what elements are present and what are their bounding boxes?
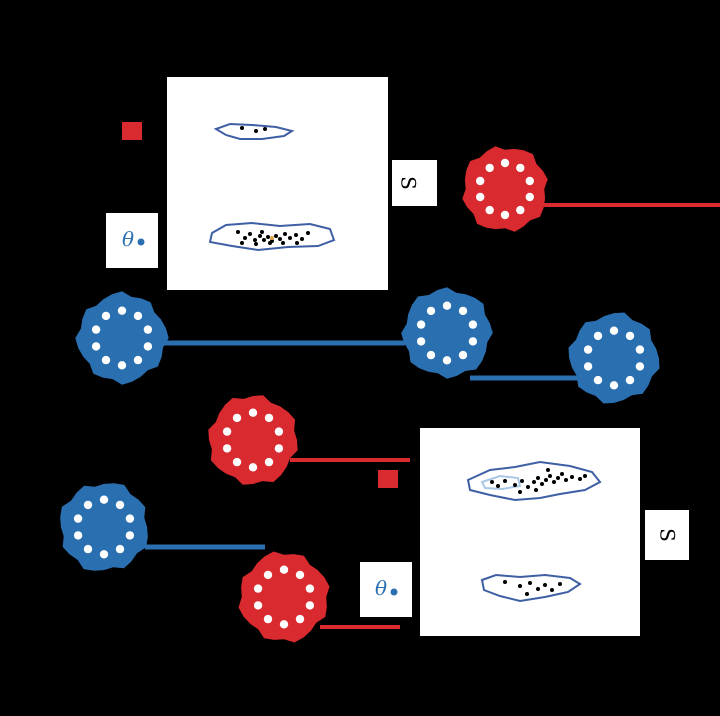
scatter-points-top [236, 126, 310, 246]
s-box-bottom: S [645, 510, 689, 560]
plot-panel-bottom [418, 426, 642, 638]
s-box-top: S [392, 160, 437, 206]
theta-marker [390, 588, 398, 596]
contour-upper [213, 122, 295, 140]
ring-of-dots-blob-icon [568, 312, 660, 404]
scatter-points-bottom [490, 468, 587, 596]
ring-of-dots-blob-icon [208, 395, 298, 485]
theta-label: θ [122, 227, 134, 251]
theta-box-top: θ [106, 213, 158, 268]
ring-of-dots-blob-icon [75, 291, 169, 385]
connector-lines [145, 203, 720, 629]
theta-marker [137, 238, 145, 246]
ring-of-dots-blob-icon [401, 287, 493, 379]
ring-of-dots-blob-icon [462, 146, 548, 232]
ring-of-dots-blob-icon [238, 551, 330, 643]
plot-panel-top [165, 75, 390, 292]
s-label: S [397, 176, 421, 190]
theta-label: θ [375, 576, 387, 600]
s-label: S [656, 528, 680, 542]
red-square-marker [122, 122, 398, 488]
contour-lower [208, 221, 336, 252]
contour-upper [466, 460, 602, 502]
blob-group [60, 146, 660, 643]
ring-of-dots-blob-icon [60, 483, 148, 571]
contour-inner [480, 474, 522, 491]
contour-lower [480, 573, 582, 603]
theta-box-bottom: θ [360, 562, 412, 617]
